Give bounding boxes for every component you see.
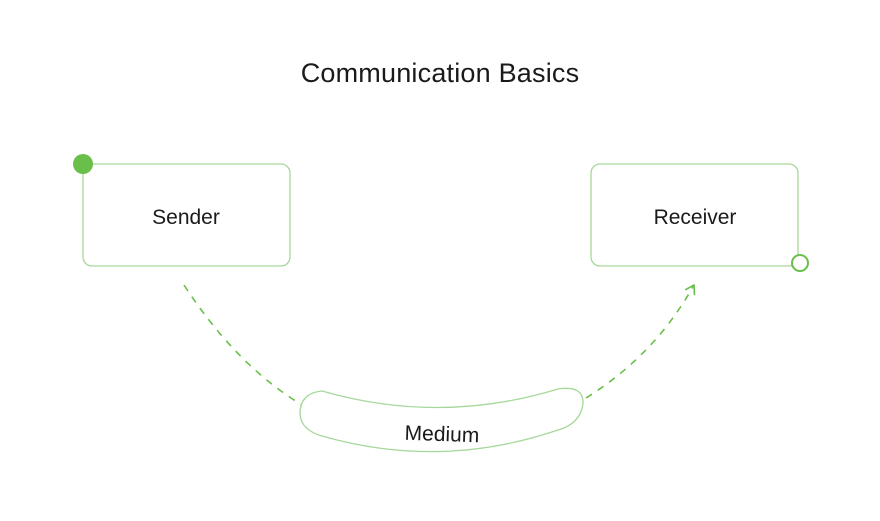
receiver-node[interactable]: Receiver — [590, 163, 809, 272]
receiver-label: Receiver — [654, 206, 737, 229]
sender-node[interactable]: Sender — [73, 154, 291, 267]
sender-start-dot-icon — [73, 154, 93, 174]
medium-node[interactable]: Medium — [299, 387, 584, 453]
medium-label: Medium — [404, 422, 479, 448]
medium-to-receiver-connector — [585, 284, 696, 399]
medium-banner — [299, 387, 584, 453]
sender-to-medium-connector — [183, 284, 303, 406]
receiver-end-ring-icon — [791, 254, 809, 272]
diagram-title: Communication Basics — [300, 58, 580, 88]
receiver-box — [590, 163, 799, 267]
sender-box — [82, 163, 291, 267]
sender-label: Sender — [152, 206, 220, 229]
